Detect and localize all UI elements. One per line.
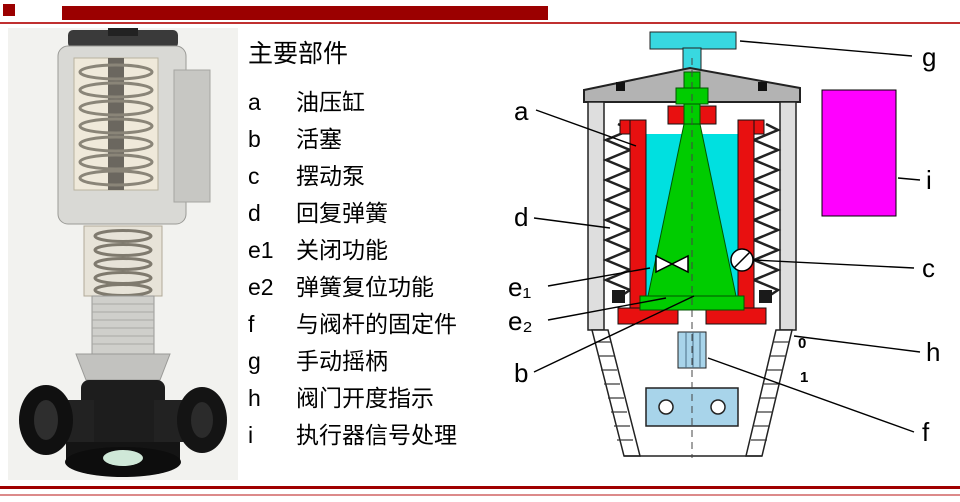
- legend-label: 阀门开度指示: [296, 385, 434, 411]
- legend-label: 回复弹簧: [296, 200, 388, 226]
- legend-label: 活塞: [296, 126, 342, 152]
- scale-mark-0: 0: [798, 335, 806, 352]
- legend-key: e2: [248, 274, 274, 300]
- legend-item-g: g 手动摇柄: [248, 343, 498, 380]
- legend-item-a: a 油压缸: [248, 84, 498, 121]
- spring-window: [73, 57, 159, 191]
- oil-cylinder: [617, 105, 767, 325]
- yoke: [75, 353, 171, 381]
- diagram-label-a: a: [514, 96, 529, 126]
- diagram-label-c: c: [922, 253, 935, 283]
- diagram-label-i: i: [926, 165, 932, 195]
- diagram-label-h: h: [926, 337, 940, 367]
- close-valve-symbol: [655, 254, 689, 274]
- legend-key: f: [248, 311, 255, 337]
- legend-label: 手动摇柄: [296, 348, 388, 374]
- diagram-label-e2: e₂: [508, 306, 533, 336]
- actuator-diagram: 0 1: [500, 28, 958, 476]
- signal-processor-box: [821, 89, 897, 217]
- actuator-photo-illustration: [8, 28, 238, 480]
- corner-accent-square: [3, 4, 15, 16]
- legend-key: a: [248, 89, 261, 115]
- legend-label: 与阀杆的固定件: [296, 311, 457, 337]
- legend-key: i: [248, 422, 254, 448]
- legend-key: d: [248, 200, 261, 226]
- legend-key: c: [248, 163, 260, 189]
- legend-label: 执行器信号处理: [296, 422, 457, 448]
- legend-label: 油压缸: [296, 89, 365, 115]
- legend-key: h: [248, 385, 261, 411]
- pump-symbol: [730, 248, 754, 272]
- diagram-label-e1: e₁: [508, 272, 531, 302]
- diagram-label-g: g: [922, 42, 936, 72]
- legend-item-f: f 与阀杆的固定件: [248, 306, 498, 343]
- actuator-top-knob: [108, 28, 138, 36]
- lower-spring-section: [83, 225, 163, 297]
- schematic-svg: 0 1: [508, 31, 940, 458]
- mounting-plate: [173, 69, 211, 203]
- top-rule-line: [0, 22, 960, 24]
- diagram-label-d: d: [514, 202, 528, 232]
- valve-body: [19, 380, 227, 477]
- opening-scale: [595, 341, 789, 441]
- spring-seat-right: [759, 290, 772, 303]
- legend-key: b: [248, 126, 261, 152]
- leader-lines: [533, 40, 921, 433]
- legend-item-e2: e2 弹簧复位功能: [248, 269, 498, 306]
- actuator-photo: [8, 28, 238, 480]
- legend-key: e1: [248, 237, 274, 263]
- legend-title: 主要部件: [248, 40, 349, 68]
- actuator-top-cap: [68, 30, 178, 48]
- legend-item-i: i 执行器信号处理: [248, 417, 498, 454]
- scale-mark-1: 1: [800, 369, 808, 386]
- legend-item-b: b 活塞: [248, 121, 498, 158]
- legend-label: 摆动泵: [296, 163, 365, 189]
- housing-leg-left: [591, 329, 641, 457]
- legend-item-h: h 阀门开度指示: [248, 380, 498, 417]
- legend-label: 弹簧复位功能: [296, 274, 434, 300]
- legend-key: g: [248, 348, 261, 374]
- bottom-rule-line-dark: [0, 486, 960, 489]
- legend-item-c: c 摆动泵: [248, 158, 498, 195]
- bottom-rule-line-light: [0, 494, 960, 496]
- diagram-label-f: f: [922, 417, 930, 447]
- legend-label: 关闭功能: [296, 237, 388, 263]
- diagram-labels: a d e₁ e₂ b g i c h f: [508, 42, 940, 447]
- return-spring-right: [750, 122, 782, 300]
- legend-item-e1: e1 关闭功能: [248, 232, 498, 269]
- spring-seat-left: [612, 290, 625, 303]
- housing: [583, 66, 801, 457]
- legend: 主要部件 a 油压缸 b 活塞 c 摆动泵 d 回复弹簧 e1 关闭功能 e2 …: [248, 34, 498, 454]
- legend-item-d: d 回复弹簧: [248, 195, 498, 232]
- ribbed-neck: [91, 295, 155, 355]
- housing-leg-right: [745, 329, 793, 457]
- title-bar: [62, 6, 548, 20]
- diagram-label-b: b: [514, 358, 528, 388]
